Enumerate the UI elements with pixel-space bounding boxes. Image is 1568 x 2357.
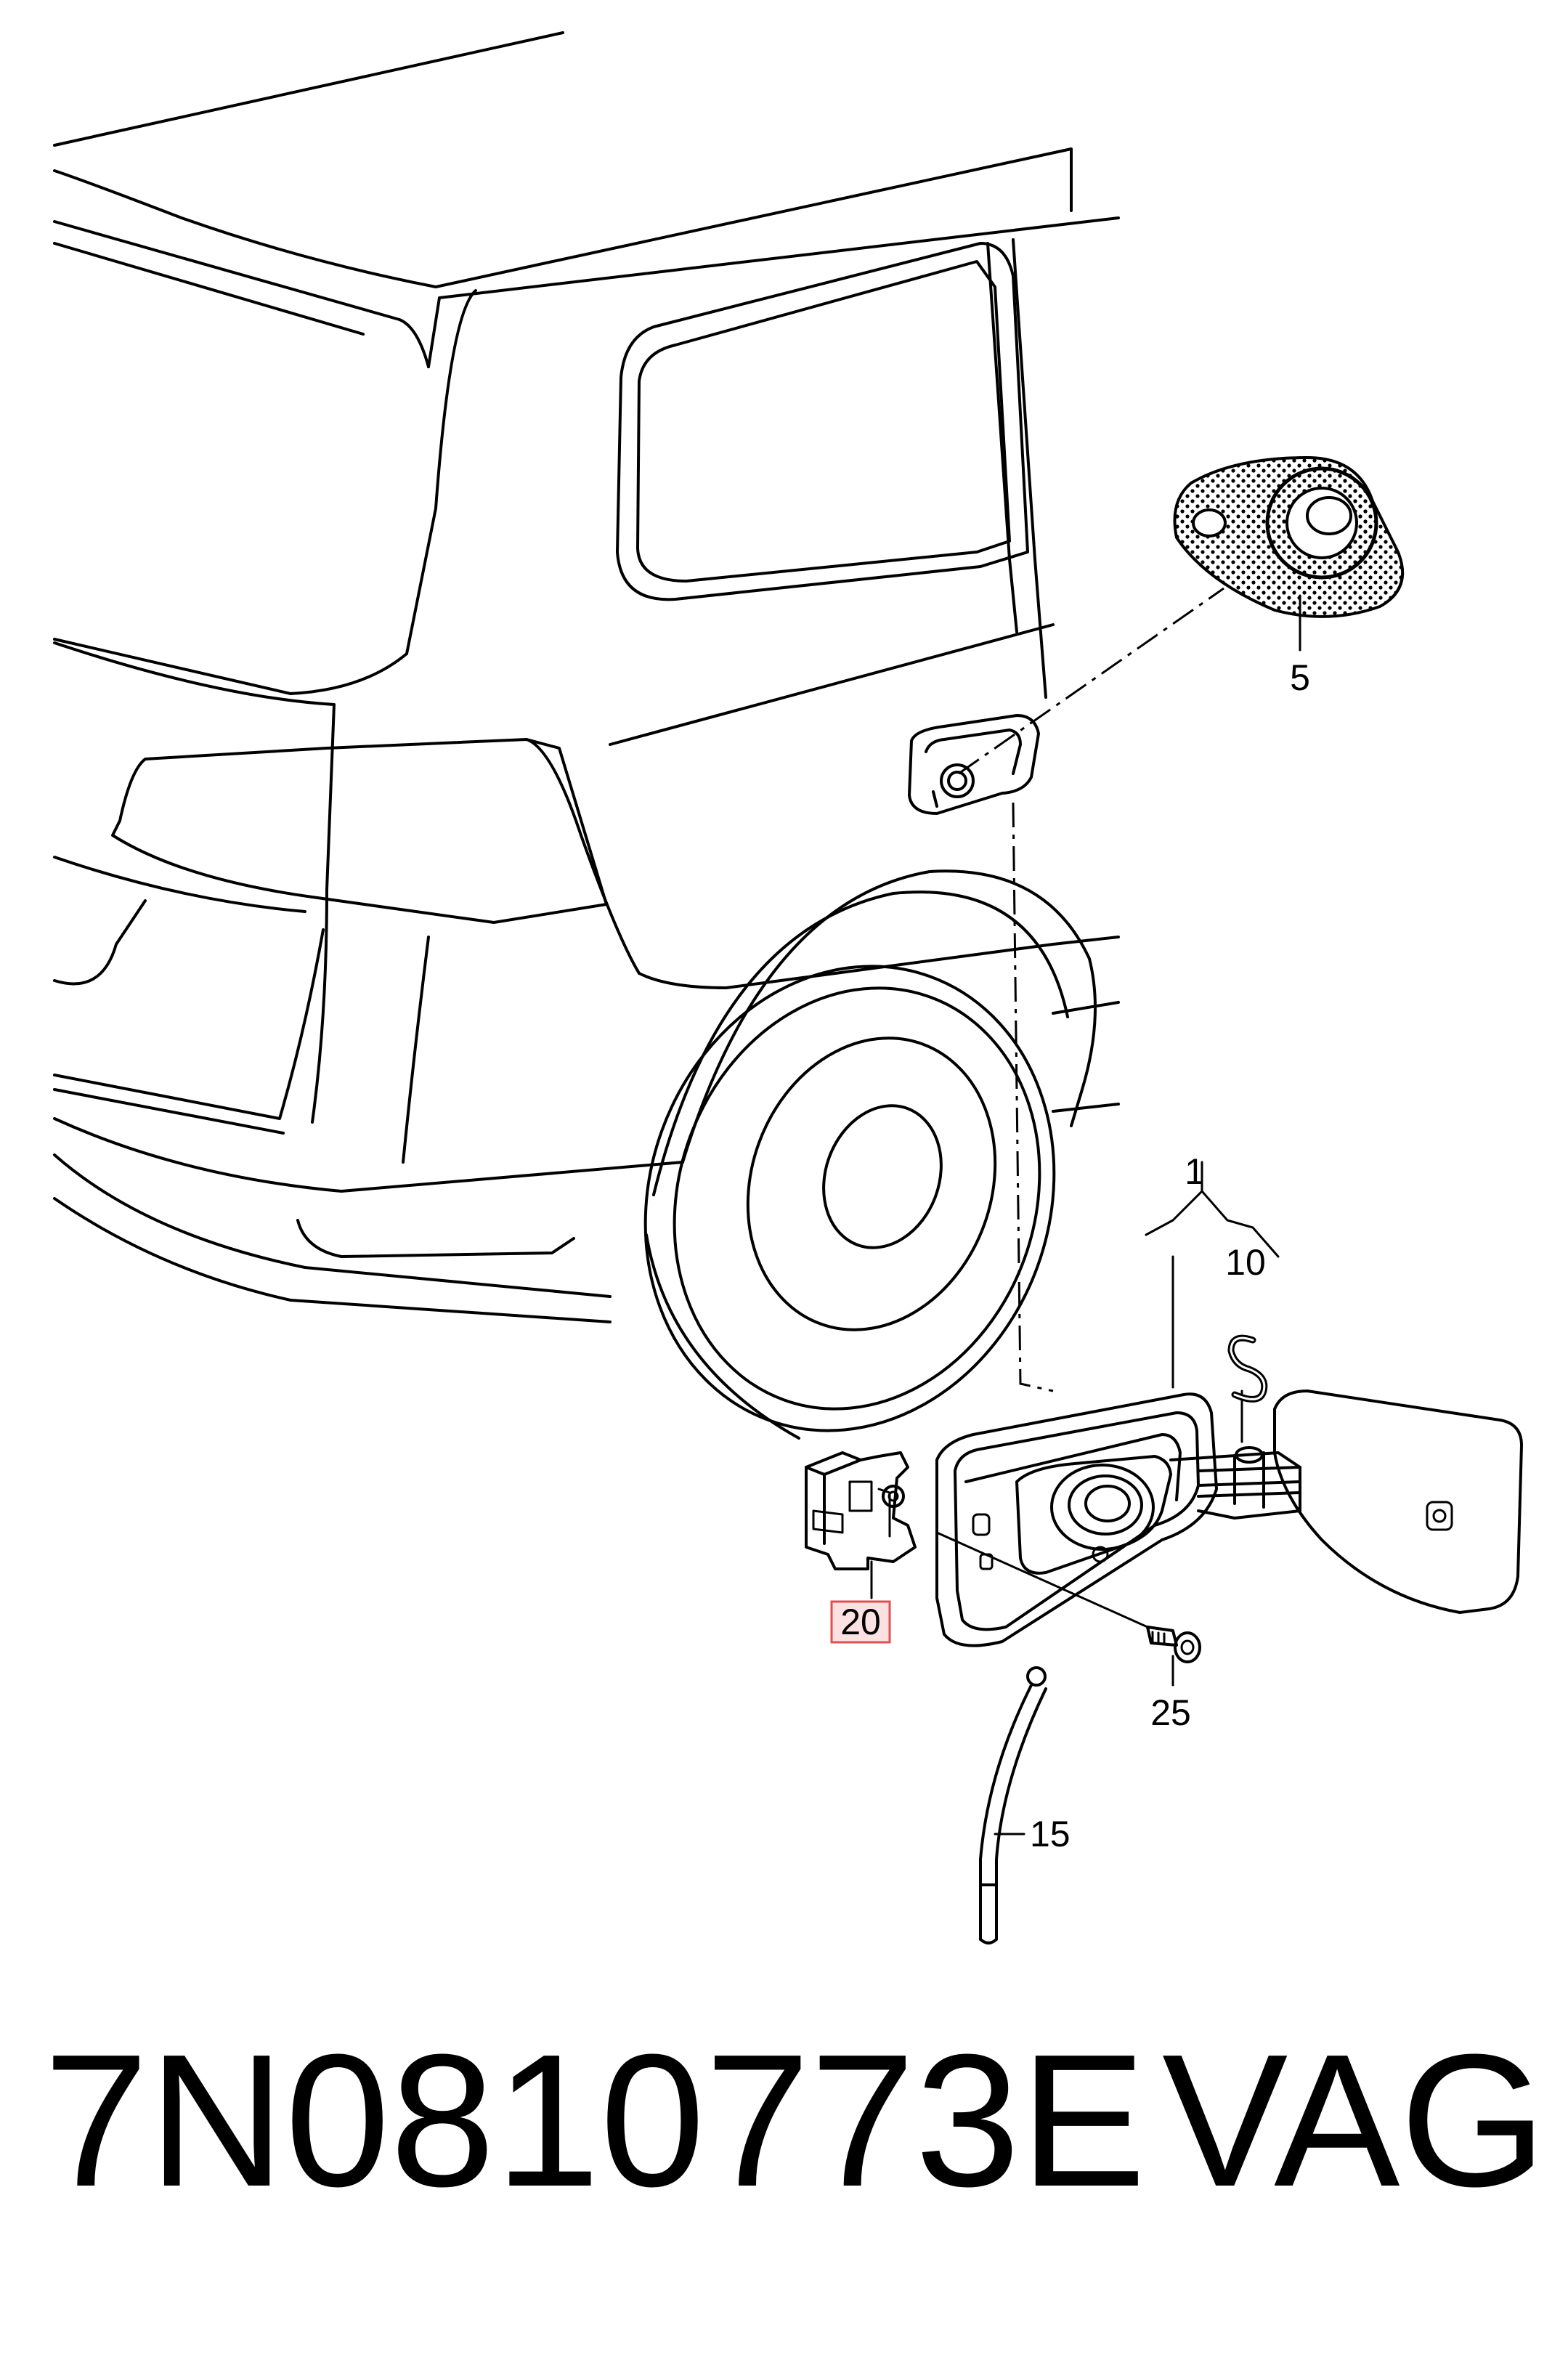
- callout-15: 15: [1030, 1814, 1071, 1854]
- part-5-fuel-neck-seal: [1173, 455, 1405, 618]
- callout-20-highlight-box: [830, 1600, 891, 1644]
- part-15-drain-hose: [979, 1684, 1047, 1944]
- footer-caption: 7N0810773E VAG: [0, 2012, 1568, 2230]
- callout-labels: 1 5 10 15 20 25: [830, 657, 1310, 1854]
- brand-text: VAG: [1162, 2016, 1547, 2226]
- part-1-fuel-filler-housing: [935, 1390, 1523, 1687]
- part-10-spring: [1227, 1334, 1268, 1403]
- part-20-fuel-door-actuator: [805, 1451, 917, 1570]
- callout-10: 10: [1225, 1242, 1266, 1283]
- callout-5: 5: [1290, 657, 1310, 698]
- callout-25: 25: [1150, 1692, 1191, 1733]
- part-number-text: 7N0810773E: [44, 2016, 1146, 2226]
- callout-20: 20: [840, 1602, 881, 1642]
- callout-1: 1: [1185, 1151, 1205, 1192]
- leader-lines: [870, 587, 1301, 1835]
- vehicle-body-outline: [53, 31, 1120, 1323]
- rear-wheel: [643, 869, 1097, 1440]
- part-25-screw: [1146, 1626, 1201, 1663]
